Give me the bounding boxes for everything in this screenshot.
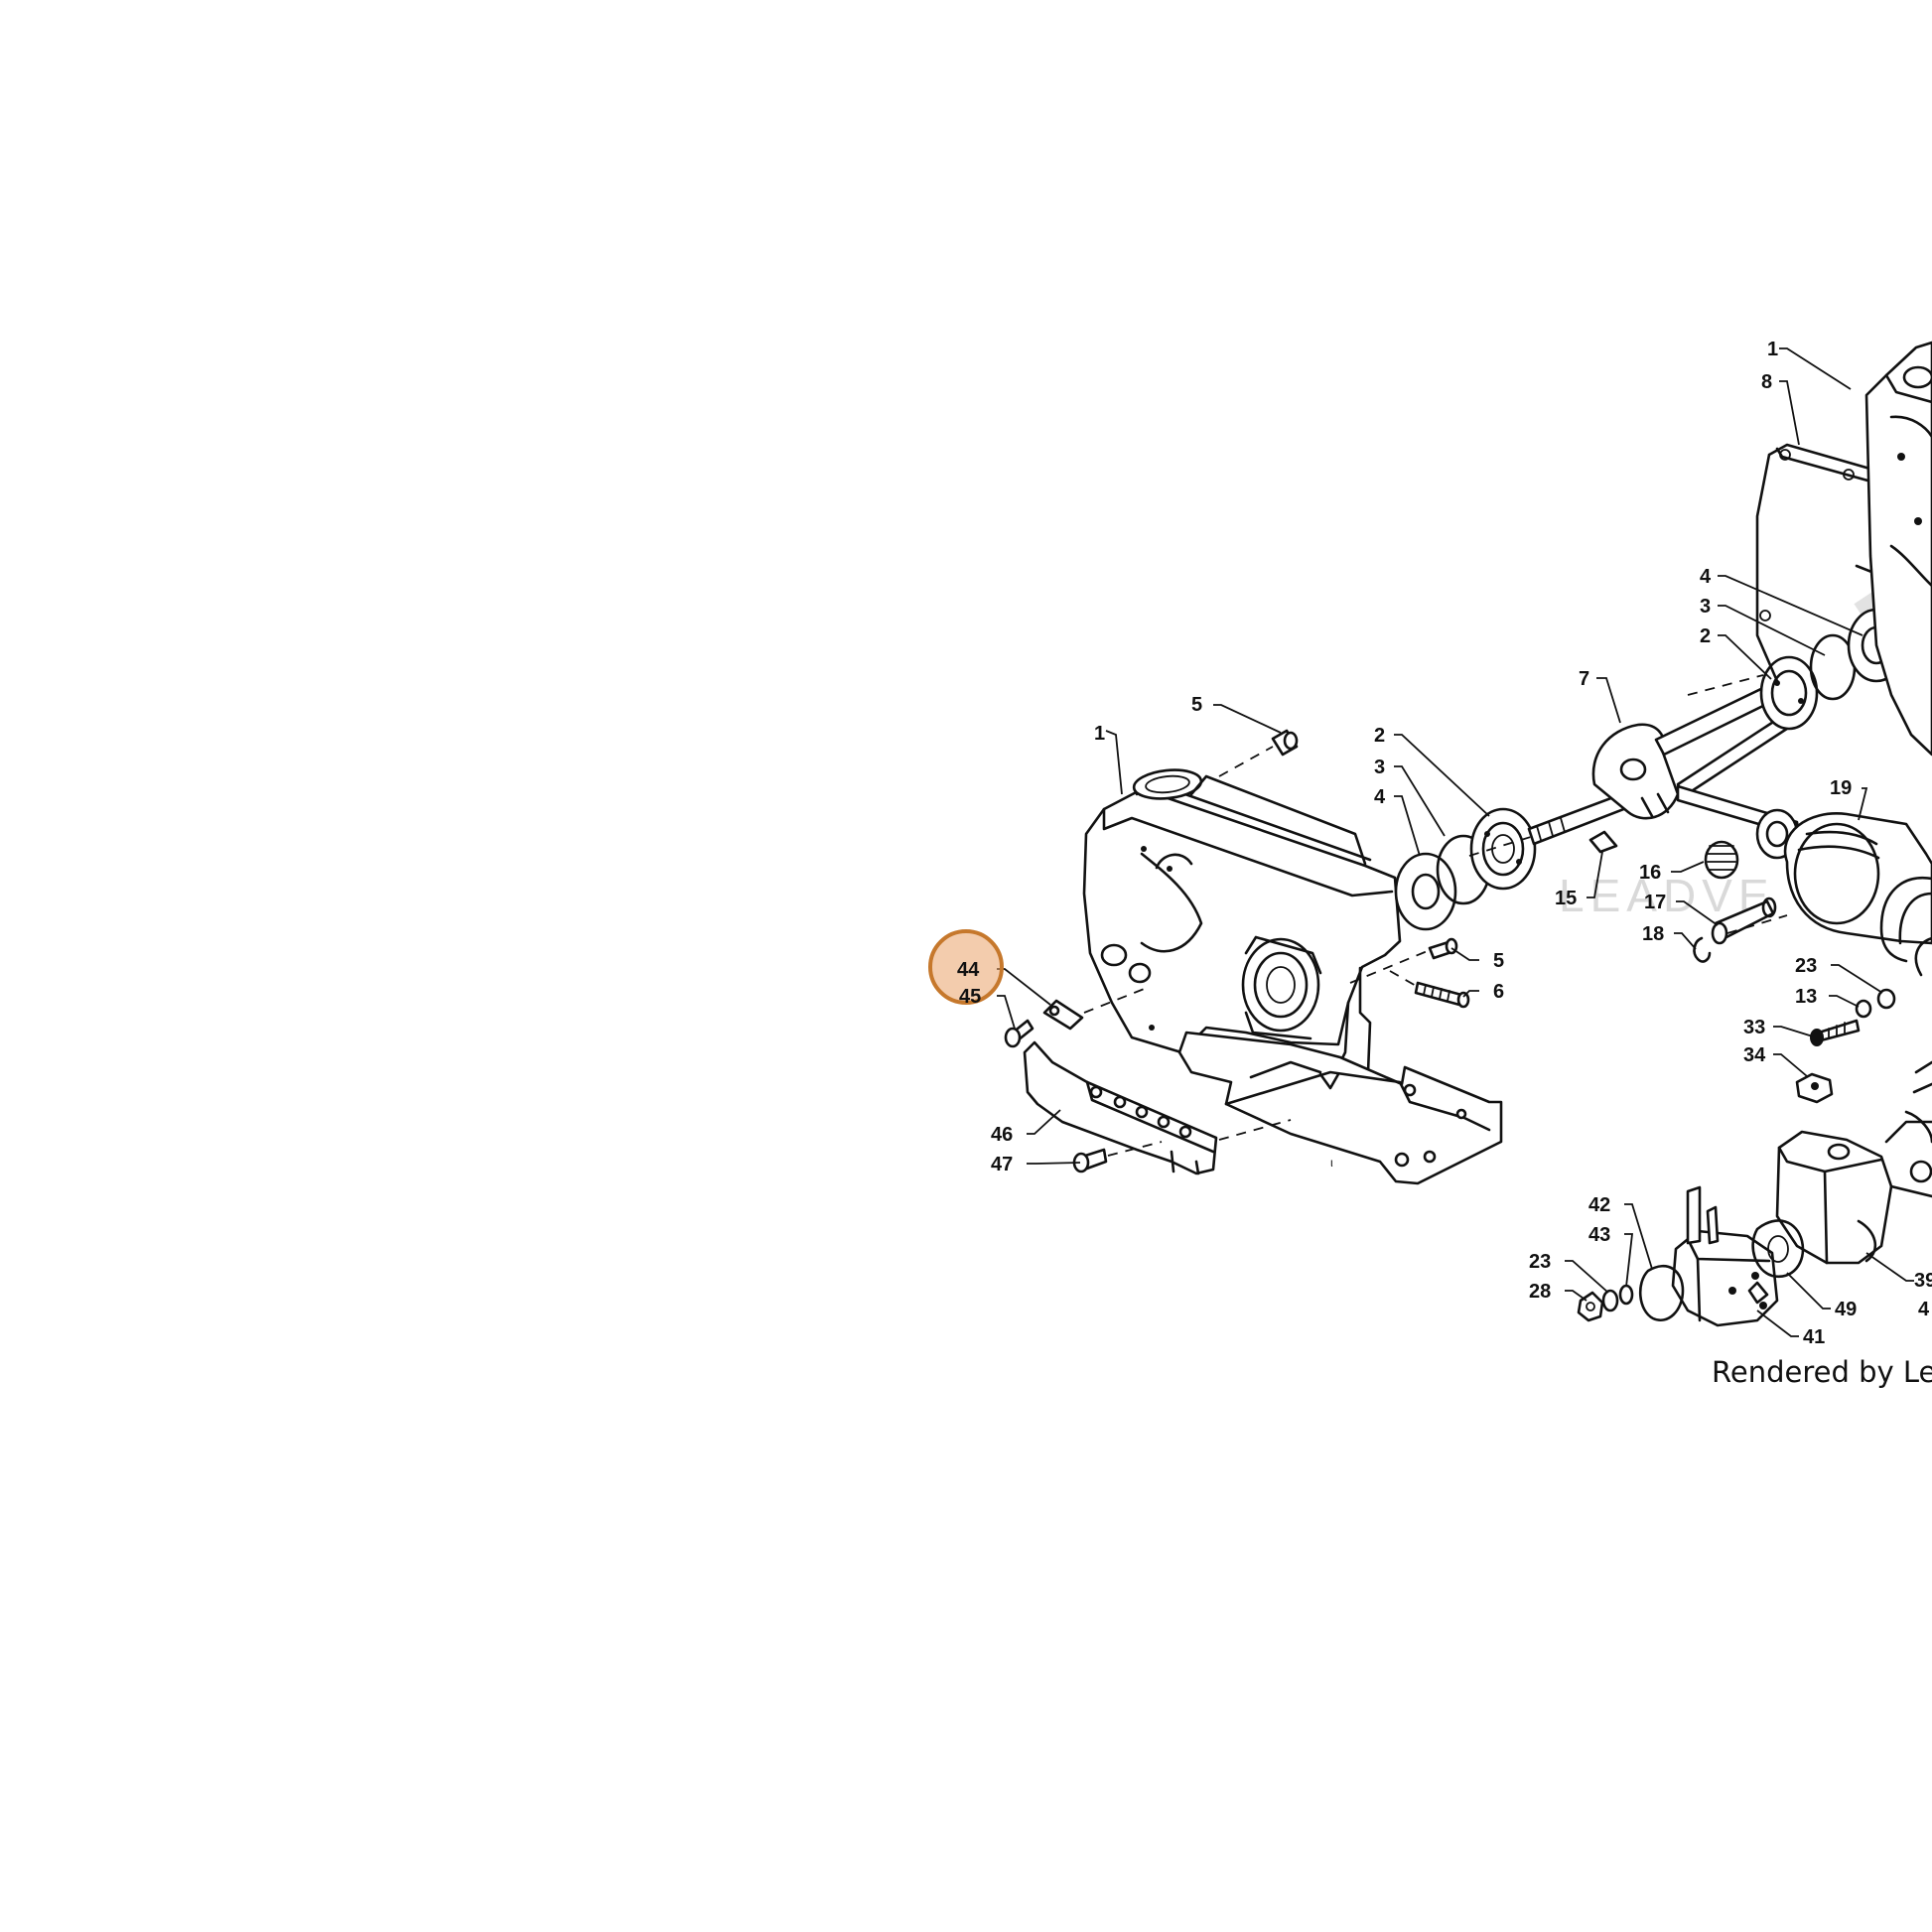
callout-13[interactable]: 13 bbox=[1795, 986, 1817, 1008]
callout-6[interactable]: 6 bbox=[1493, 981, 1504, 1003]
screw-part-45[interactable] bbox=[1004, 1019, 1035, 1048]
callout-46[interactable]: 46 bbox=[991, 1124, 1013, 1146]
callout-5-right[interactable]: 5 bbox=[1493, 950, 1504, 972]
bar-mount-plate[interactable]: ι bbox=[1177, 1031, 1503, 1185]
callout-19[interactable]: 19 bbox=[1830, 777, 1852, 799]
callout-41[interactable]: 41 bbox=[1803, 1326, 1825, 1348]
carburetor-part[interactable] bbox=[1671, 1185, 1779, 1327]
chain-guide-part-46[interactable] bbox=[1023, 1040, 1218, 1175]
piston-part-19[interactable] bbox=[1783, 812, 1932, 945]
callout-18[interactable]: 18 bbox=[1642, 923, 1664, 945]
key-part-15[interactable] bbox=[1588, 830, 1618, 854]
callout-2-right[interactable]: 2 bbox=[1700, 625, 1711, 647]
bearing-part-2-right[interactable] bbox=[1759, 655, 1819, 731]
callout-15[interactable]: 15 bbox=[1555, 888, 1577, 909]
pin-part-5-top[interactable] bbox=[1271, 729, 1299, 757]
callout-1-right[interactable]: 1 bbox=[1767, 339, 1778, 360]
callout-16[interactable]: 16 bbox=[1639, 862, 1661, 884]
intake-housing[interactable] bbox=[1775, 1060, 1932, 1265]
callout-5-top[interactable]: 5 bbox=[1191, 694, 1202, 716]
stud-part-6[interactable] bbox=[1414, 981, 1470, 1009]
screw-part-33[interactable] bbox=[1810, 1019, 1861, 1046]
callout-44[interactable]: 44 bbox=[957, 959, 980, 981]
callout-3-left[interactable]: 3 bbox=[1374, 757, 1385, 778]
washer-part-23-lower[interactable] bbox=[1601, 1289, 1619, 1312]
callout-4-partial[interactable]: 4 bbox=[1918, 1299, 1930, 1320]
render-credit: Rendered by Lea bbox=[1712, 1355, 1932, 1389]
tab-part-44[interactable] bbox=[1042, 999, 1084, 1031]
washer-part-13[interactable] bbox=[1855, 999, 1872, 1019]
callout-47[interactable]: 47 bbox=[991, 1154, 1013, 1175]
washer-part-23-upper[interactable] bbox=[1876, 988, 1896, 1010]
callout-23-lower[interactable]: 23 bbox=[1529, 1251, 1551, 1273]
needle-bearing-part-16[interactable] bbox=[1704, 840, 1739, 880]
crankcase-half-left[interactable] bbox=[1082, 767, 1402, 1074]
callout-34[interactable]: 34 bbox=[1743, 1044, 1766, 1066]
nut-part-34[interactable] bbox=[1795, 1072, 1834, 1104]
assembly-lines bbox=[1083, 674, 1788, 1157]
circlip-part-18[interactable] bbox=[1693, 936, 1712, 963]
callout-49[interactable]: 49 bbox=[1835, 1299, 1857, 1320]
callout-4-right[interactable]: 4 bbox=[1700, 566, 1712, 588]
callout-1-left[interactable]: 1 bbox=[1094, 723, 1105, 745]
watermark-text: LEADVE bbox=[1559, 870, 1775, 921]
callout-3-right[interactable]: 3 bbox=[1700, 596, 1711, 618]
screw-part-47[interactable] bbox=[1072, 1148, 1108, 1173]
callout-7[interactable]: 7 bbox=[1579, 668, 1589, 690]
callout-33[interactable]: 33 bbox=[1743, 1017, 1765, 1038]
oil-seal-part-4-left[interactable] bbox=[1394, 852, 1457, 931]
callout-4-left[interactable]: 4 bbox=[1374, 786, 1386, 808]
tiny-mark: ι bbox=[1330, 1156, 1333, 1170]
callout-23-upper[interactable]: 23 bbox=[1795, 955, 1817, 977]
piston-pin-part-17[interactable] bbox=[1711, 897, 1777, 945]
crankcase-half-right[interactable] bbox=[1864, 341, 1932, 757]
piston-ring-partial[interactable] bbox=[1879, 876, 1932, 977]
callout-2-left[interactable]: 2 bbox=[1374, 725, 1385, 747]
callout-8[interactable]: 8 bbox=[1761, 371, 1772, 393]
callout-labels: 1 5 2 3 4 7 1 8 4 3 2 19 16 15 17 18 5 6… bbox=[957, 339, 1932, 1348]
callout-42[interactable]: 42 bbox=[1588, 1194, 1610, 1216]
callout-39-partial[interactable]: 39 bbox=[1914, 1270, 1932, 1292]
callout-28[interactable]: 28 bbox=[1529, 1281, 1551, 1303]
crankshaft-part-7[interactable] bbox=[1527, 683, 1801, 860]
gasket-part-49[interactable] bbox=[1751, 1219, 1805, 1279]
washer-part-43[interactable] bbox=[1618, 1284, 1634, 1306]
gasket-part-42[interactable] bbox=[1639, 1264, 1685, 1321]
callout-45[interactable]: 45 bbox=[959, 986, 981, 1008]
callout-43[interactable]: 43 bbox=[1588, 1224, 1610, 1246]
highlight-hotspot-44[interactable] bbox=[928, 929, 1004, 1005]
callout-17[interactable]: 17 bbox=[1644, 892, 1666, 913]
bearing-part-2-left[interactable] bbox=[1469, 807, 1537, 891]
